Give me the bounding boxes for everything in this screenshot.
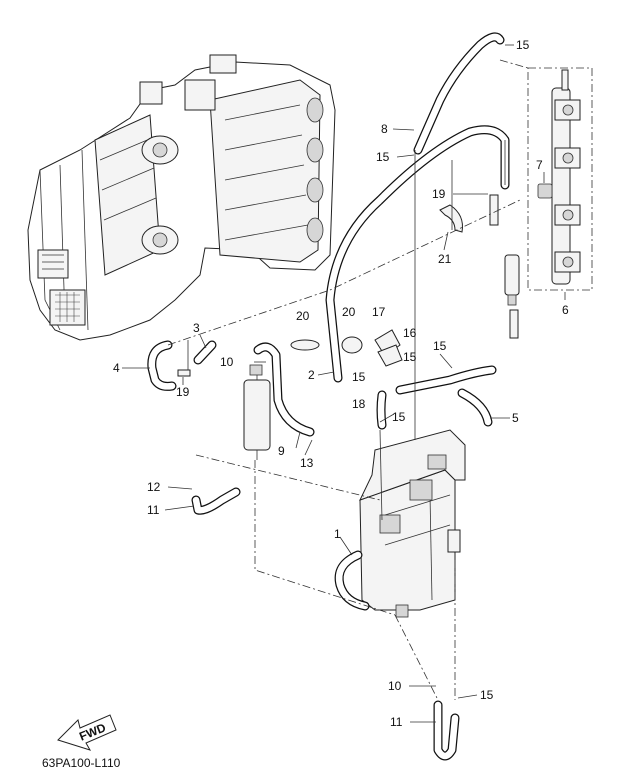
fwd-arrow-icon: FWD	[57, 714, 117, 751]
callout-3: 3	[193, 321, 200, 335]
engine-block	[27, 54, 336, 341]
hose-1	[334, 550, 370, 611]
clip-20	[290, 336, 363, 354]
callout-20: 20	[296, 309, 310, 323]
callout-11: 11	[390, 715, 403, 729]
injector	[504, 254, 520, 339]
hose-4	[147, 340, 177, 391]
hose-9	[253, 342, 315, 437]
bracket-21	[439, 204, 463, 233]
leader-lines	[122, 44, 566, 723]
hose-11	[433, 700, 460, 761]
callout-12: 11	[147, 503, 160, 517]
hose-8	[413, 32, 505, 155]
callout-17: 17	[372, 305, 386, 319]
diagram-code: 63PA100-L110	[42, 756, 121, 770]
hose-14	[395, 365, 497, 395]
fuel-filter	[243, 364, 271, 460]
callout-20: 20	[342, 305, 356, 319]
vapor-separator-tank	[359, 429, 466, 618]
fuel-rail-assembly	[527, 67, 593, 291]
callout-15: 15	[480, 688, 494, 702]
callout-18: 18	[352, 397, 366, 411]
callout-9: 9	[278, 444, 285, 458]
callout-labels: 15 8 15 7 19 21 6 20 20 17 16 3 10 15 15…	[113, 38, 569, 729]
callout-15: 15	[516, 38, 530, 52]
callout-4: 4	[113, 361, 120, 375]
callout-10: 10	[388, 679, 402, 693]
callout-6: 6	[562, 303, 569, 317]
callout-19: 19	[432, 187, 446, 201]
callout-8: 8	[381, 122, 388, 136]
callout-15: 15	[403, 350, 417, 364]
callout-15: 15	[376, 150, 390, 164]
air-filter-grid	[49, 289, 86, 326]
callout-2: 2	[308, 368, 315, 382]
connector-16-17	[374, 329, 403, 367]
callout-13: 12	[147, 480, 161, 494]
callout-5: 5	[512, 411, 519, 425]
hose-18	[376, 390, 387, 430]
callout-7: 7	[536, 158, 543, 172]
callout-19: 19	[176, 385, 190, 399]
callout-21: 21	[438, 252, 452, 266]
hose-5	[457, 388, 493, 427]
callout-15: 15	[352, 370, 366, 384]
callout-15: 15	[392, 410, 406, 424]
hose-12	[191, 487, 241, 515]
callout-14: 15	[433, 339, 447, 353]
callout-16: 16	[403, 326, 417, 340]
hose-3	[193, 340, 217, 365]
callout-1: 1	[334, 527, 341, 541]
callout-13: 13	[300, 456, 314, 470]
callout-10: 10	[220, 355, 234, 369]
